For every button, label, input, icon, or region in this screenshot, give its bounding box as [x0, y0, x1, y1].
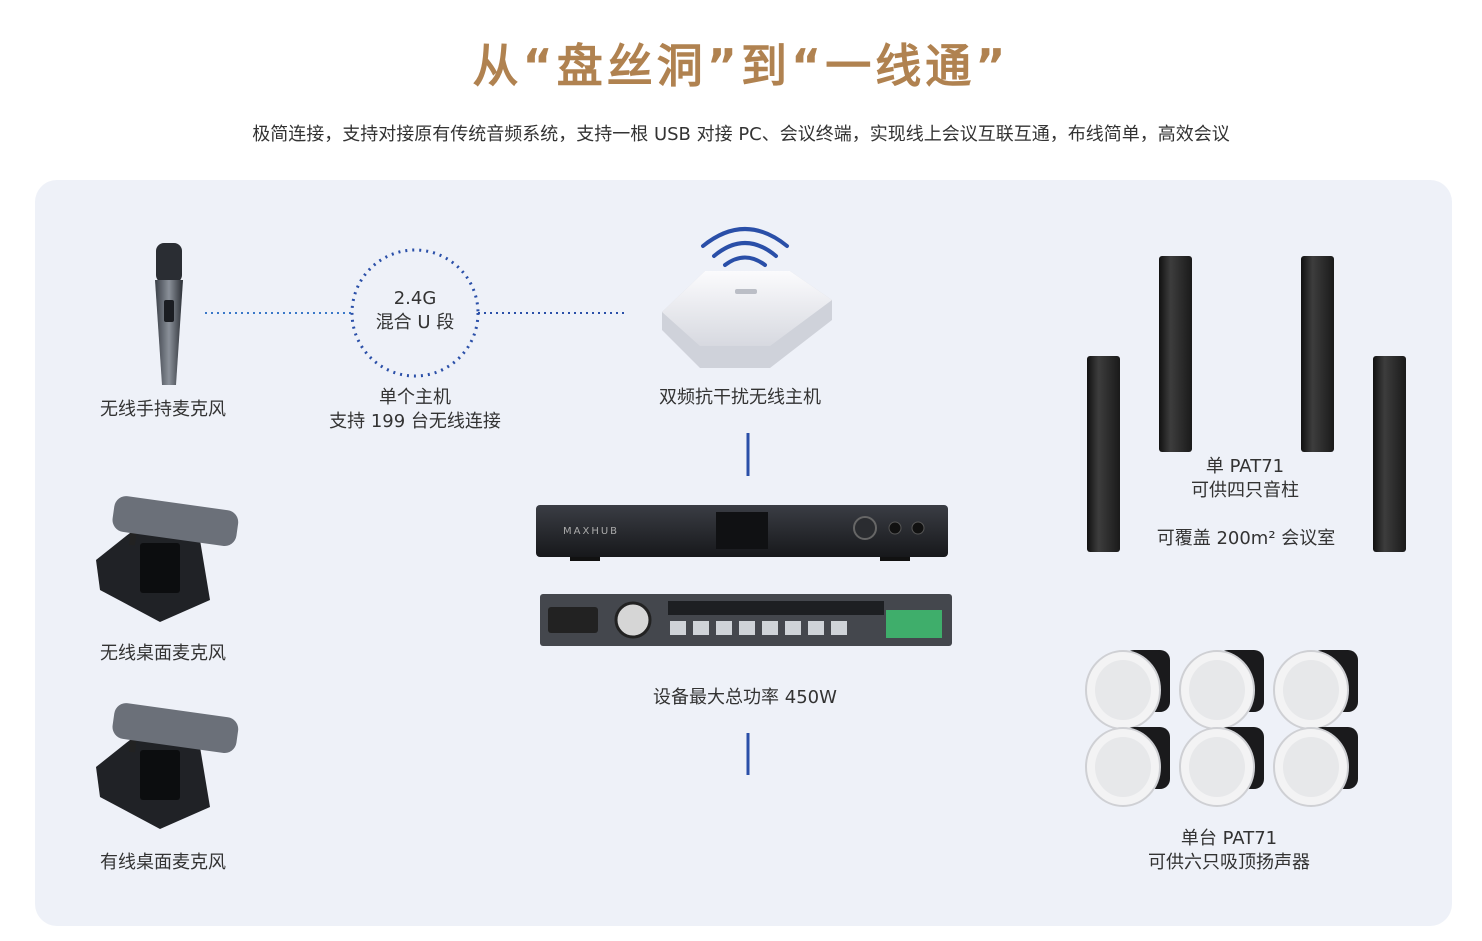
column-speaker-label: 单 PAT71 可供四只音柱 — [1145, 455, 1345, 503]
ceiling-speaker-icon — [1273, 727, 1358, 807]
solid-links — [260, 433, 1060, 777]
handheld-mic-icon — [155, 243, 183, 385]
page-subtitle: 极简连接，支持对接原有传统音频系统，支持一根 USB 对接 PC、会议终端，实现… — [252, 124, 1230, 145]
power-label: 设备最大总功率 450W — [653, 687, 837, 708]
column-speaker-line1: 单 PAT71 — [1205, 456, 1285, 477]
desk-mic-icon — [96, 703, 239, 829]
ceiling-speaker-group — [1085, 650, 1358, 807]
handheld-mic-label: 无线手持麦克风 — [100, 399, 226, 420]
ceiling-speaker-icon — [1179, 727, 1264, 807]
column-speaker-icon — [1087, 256, 1406, 552]
coverage-label: 可覆盖 200m² 会议室 — [1156, 528, 1336, 549]
ceiling-speaker-line2: 可供六只吸顶扬声器 — [1148, 852, 1310, 873]
band-type: 混合 U 段 — [375, 312, 455, 333]
wifi-icon — [701, 227, 789, 267]
wireless-desk-mic-label: 无线桌面麦克风 — [100, 643, 226, 664]
dotted-link — [205, 248, 628, 378]
wireless-host-label: 双频抗干扰无线主机 — [659, 387, 821, 408]
page-title: 从“盘丝洞”到“一线通” — [472, 39, 1010, 93]
ceiling-speaker-icon — [1085, 650, 1170, 730]
brand-logo: MAXHUB — [563, 526, 619, 537]
router-icon — [662, 271, 832, 368]
host-capacity-line2: 支持 199 台无线连接 — [329, 411, 501, 432]
ceiling-speaker-label: 单台 PAT71 可供六只吸顶扬声器 — [1119, 827, 1339, 875]
ceiling-speaker-icon — [1179, 650, 1264, 730]
ceiling-speaker-icon — [1273, 650, 1358, 730]
band-badge: 2.4G 混合 U 段 — [355, 287, 475, 335]
host-capacity-label: 单个主机 支持 199 台无线连接 — [315, 386, 515, 434]
desk-mic-icon — [96, 496, 239, 622]
band-frequency: 2.4G — [393, 288, 437, 309]
wired-desk-mic-label: 有线桌面麦克风 — [100, 852, 226, 873]
host-capacity-line1: 单个主机 — [379, 387, 451, 408]
column-speaker-line2: 可供四只音柱 — [1191, 480, 1299, 501]
amplifier-icon: MAXHUB — [536, 505, 952, 646]
ceiling-speaker-icon — [1085, 727, 1170, 807]
ceiling-speaker-line1: 单台 PAT71 — [1180, 828, 1278, 849]
